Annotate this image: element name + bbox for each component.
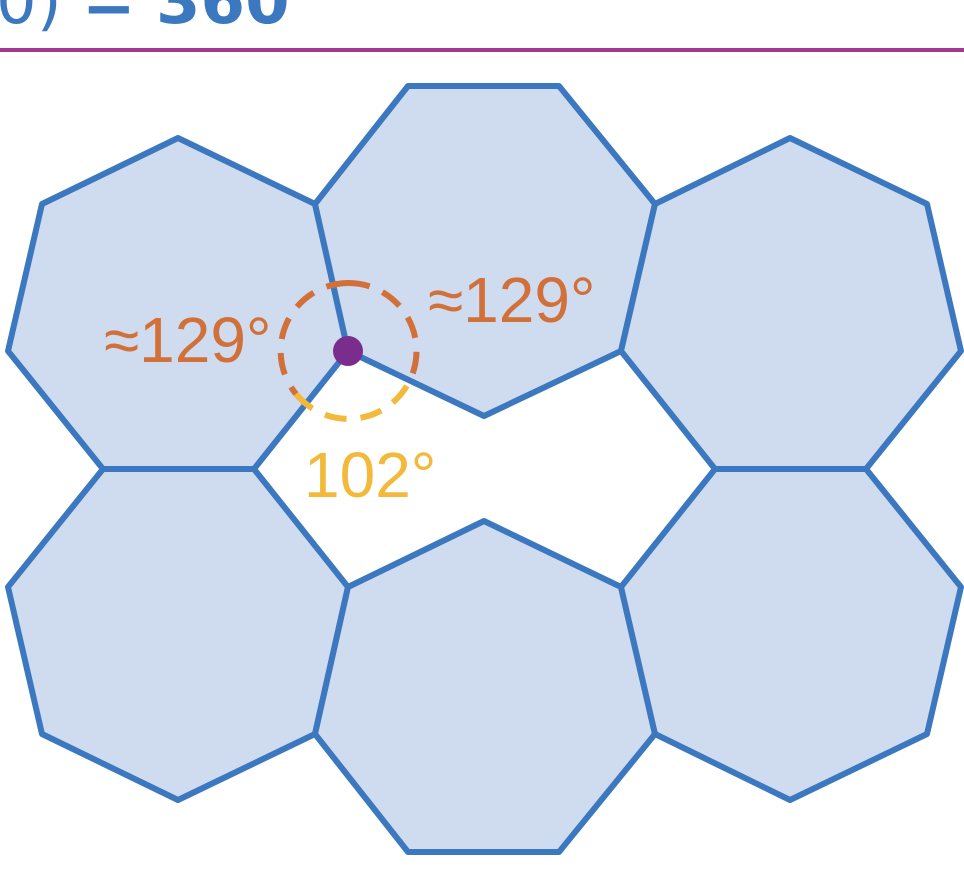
heptagon-top-right xyxy=(618,135,964,472)
left-angle-label: ≈129° xyxy=(104,304,272,376)
equation-equals: = xyxy=(82,0,136,39)
shared-vertex-point xyxy=(333,336,363,366)
heptagon-top-center xyxy=(312,83,658,419)
heptagon-bottom-right xyxy=(618,466,964,803)
heptagon-bottom-center xyxy=(312,518,658,855)
heptagon-angle-arc-left xyxy=(277,280,349,396)
equation-title: 0) = 360 xyxy=(0,0,290,34)
equation-value: 360 xyxy=(156,0,290,39)
heptagon-bottom-left xyxy=(5,466,351,803)
heptagon-angle-arc-right xyxy=(347,279,420,382)
right-angle-label: ≈129° xyxy=(428,264,596,336)
equation-prefix: 0) xyxy=(0,0,62,39)
gap-angle-arc xyxy=(293,378,413,422)
gap-angle-label: 102° xyxy=(304,439,436,511)
